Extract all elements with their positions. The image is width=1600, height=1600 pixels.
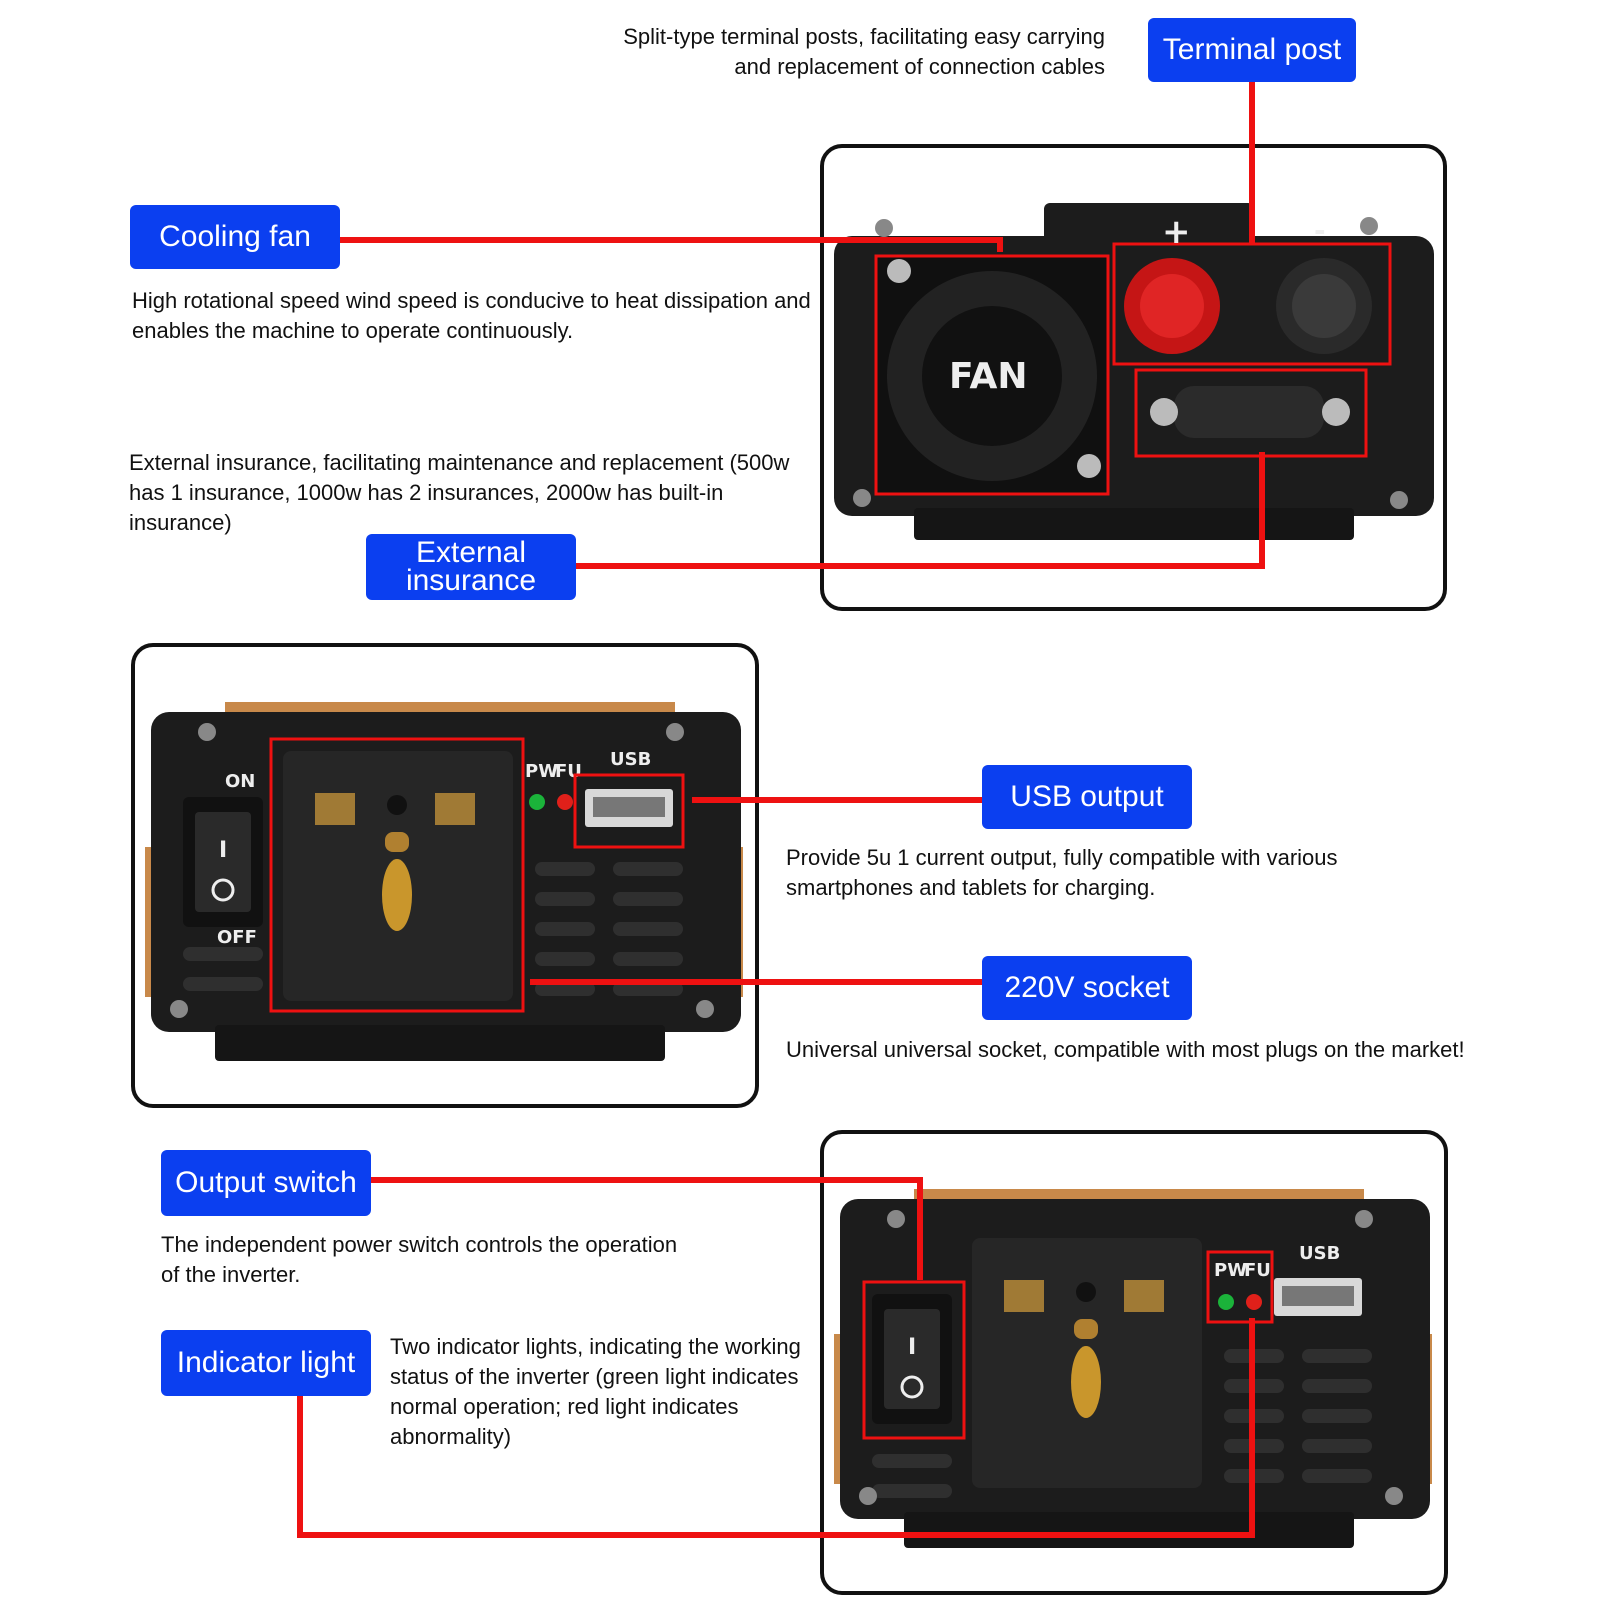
usb-output-tag: USB output [982,765,1192,829]
plus-label: + [1162,212,1191,252]
fu-label: FU [555,761,582,782]
front-panel-image: ON I OFF PW FU USB [145,702,743,1061]
front-panel-image-2: I PW FU USB [834,1189,1432,1548]
pw-label-2: PW [1214,1260,1247,1281]
rear-panel-image: FAN + - [834,203,1434,540]
usb-output-description: Provide 5u 1 current output, fully compa… [786,845,1338,900]
rear-panel-frame: FAN + - [820,144,1447,611]
usb-label-2: USB [1299,1243,1340,1264]
indicator-light-description: Two indicator lights, indicating the wor… [390,1334,801,1449]
svg-text:I: I [908,1335,916,1360]
socket-description: Universal universal socket, compatible w… [786,1037,1465,1062]
on-label: ON [225,771,255,792]
socket-tag: 220V socket [982,956,1192,1020]
fan-label: FAN [949,356,1027,397]
off-label: OFF [217,927,257,948]
output-switch-tag: Output switch [161,1150,371,1216]
minus-label: - [1314,214,1326,247]
external-insurance-tag: External insurance [366,534,576,600]
external-insurance-description: External insurance, facilitating mainten… [129,450,790,535]
terminal-post-tag: Terminal post [1148,18,1356,82]
output-switch-description: The independent power switch controls th… [161,1232,678,1287]
cooling-fan-description: High rotational speed wind speed is cond… [132,288,811,343]
terminal-post-description: Split-type terminal posts, facilitating … [623,24,1105,79]
indicator-light-tag: Indicator light [161,1330,371,1396]
pw-label: PW [525,761,558,782]
usb-label: USB [610,749,651,770]
fu-label-2: FU [1244,1260,1271,1281]
front-panel-frame-2: I PW FU USB [820,1130,1448,1595]
front-panel-frame: ON I OFF PW FU USB [131,643,759,1108]
svg-text:I: I [219,838,227,863]
cooling-fan-tag: Cooling fan [130,205,340,269]
